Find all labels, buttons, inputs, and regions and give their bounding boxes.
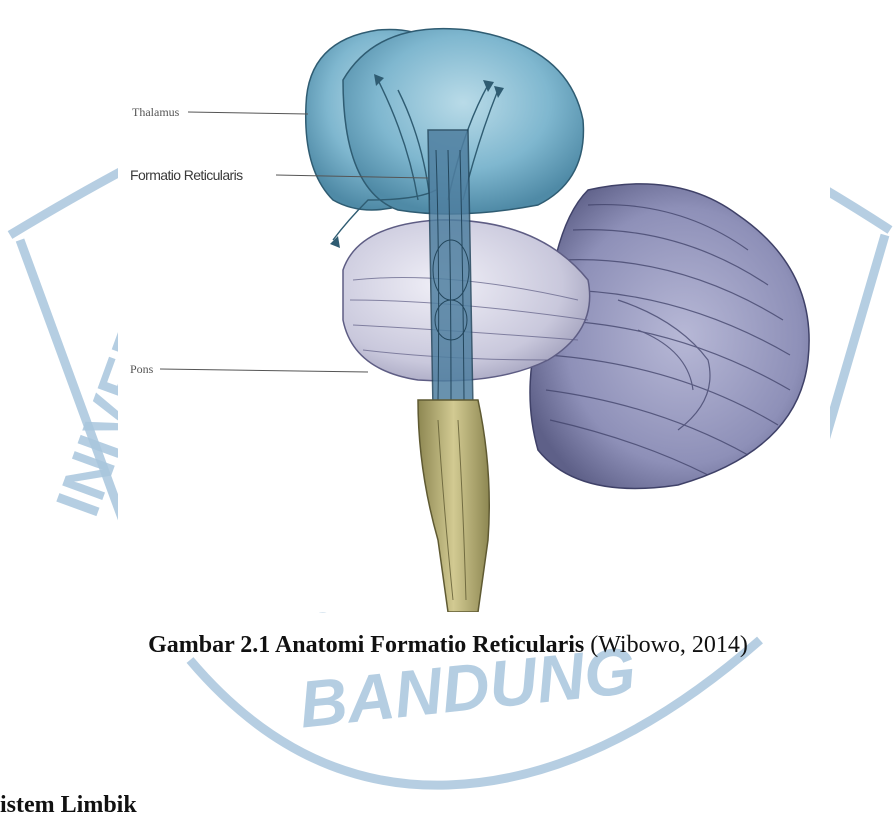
svg-text:Formatio Reticularis: Formatio Reticularis: [130, 167, 243, 183]
caption-title: Gambar 2.1 Anatomi Formatio Reticularis: [148, 632, 584, 658]
svg-text:Thalamus: Thalamus: [132, 105, 180, 119]
caption-citation: (Wibowo, 2014): [584, 632, 748, 658]
watermark-arc-lower: [190, 640, 760, 785]
figure-caption: Gambar 2.1 Anatomi Formatio Reticularis …: [0, 632, 896, 659]
spinal-cord: [418, 400, 489, 612]
label-thalamus: Thalamus: [132, 105, 308, 119]
reticular-core: [428, 130, 473, 410]
label-pons: Pons: [130, 362, 368, 376]
figure-brainstem: Thalamus Formatio Reticularis Pons: [118, 0, 830, 612]
watermark-line-left: [20, 240, 130, 540]
brainstem-illustration: Thalamus Formatio Reticularis Pons: [118, 0, 830, 612]
svg-text:Pons: Pons: [130, 362, 154, 376]
section-heading: istem Limbik: [0, 792, 137, 819]
